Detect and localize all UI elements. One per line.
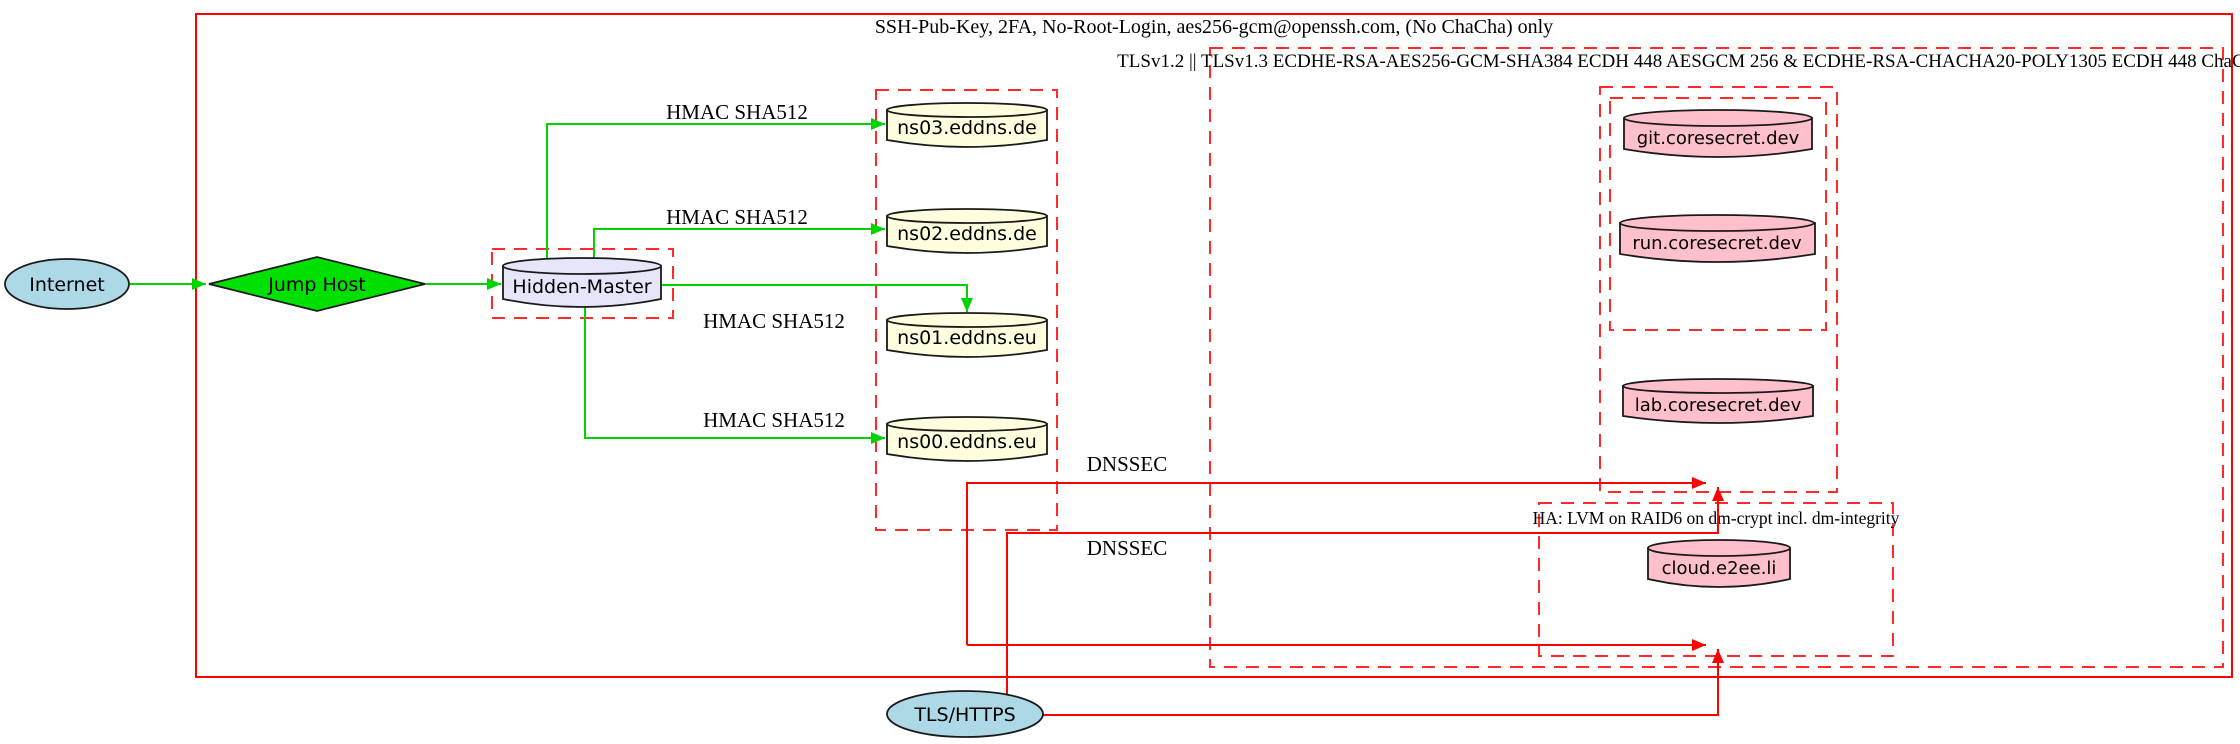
ssh-policy-cluster-box [195,13,2233,678]
hidden-master-label: Hidden-Master [512,276,651,298]
hidden-master-cylinder-top [502,257,662,275]
git-cylinder [1623,117,1813,158]
lab-label: lab.coresecret.dev [1635,395,1802,416]
hmac-edge-label-2: HMAC SHA512 [666,205,808,229]
cloud-cylinder [1647,547,1791,588]
internet-node: Internet [4,258,130,310]
edge-hiddenmaster-to-ns01 [661,284,973,312]
ns02-node: ns02.eddns.de [886,208,1048,254]
lab-cylinder [1622,385,1814,424]
dnssec-edge-label-2: DNSSEC [1087,536,1168,560]
ns01-cylinder [886,319,1048,358]
edge-dnssec-to-coresecret [966,477,1706,645]
lab-coresecret-node: lab.coresecret.dev [1622,378,1814,424]
cloud-e2ee-node: cloud.e2ee.li [1647,539,1791,588]
tls-https-ellipse [886,690,1044,738]
edge-hiddenmaster-to-ns02 [593,223,885,262]
internet-label: Internet [29,274,104,296]
ns01-cylinder-top [886,312,1048,328]
jump-host-diamond [208,256,426,312]
ns03-cylinder [886,109,1048,148]
ns00-cylinder-top [886,416,1048,432]
ns00-label: ns00.eddns.eu [897,431,1037,453]
tls-https-label: TLS/HTTPS [913,704,1015,726]
run-label: run.coresecret.dev [1632,233,1802,254]
dnssec-edge-label-1: DNSSEC [1087,452,1168,476]
tls-policy-cluster-label: TLSv1.2 || TLSv1.3 ECDHE-RSA-AES256-GCM-… [1117,51,2240,72]
hmac-edge-label-1: HMAC SHA512 [666,100,808,124]
ns01-label: ns01.eddns.eu [897,327,1037,349]
coresecret-inner-cluster-box [1609,97,1827,331]
ns02-label: ns02.eddns.de [897,223,1037,245]
edge-hiddenmaster-to-ns03 [546,118,885,262]
ha-cluster-label: HA: LVM on RAID6 on dm-crypt incl. dm-in… [1533,508,1900,528]
ns00-cylinder [886,423,1048,462]
git-cylinder-top [1623,109,1813,127]
hidden-master-cylinder [502,265,662,308]
jump-host-node: Jump Host [208,256,426,312]
jump-host-label: Jump Host [267,274,366,296]
ns01-node: ns01.eddns.eu [886,312,1048,358]
internet-ellipse [4,258,130,310]
ns03-node: ns03.eddns.de [886,102,1048,148]
hmac-edge-label-3: HMAC SHA512 [703,309,845,333]
ssh-policy-cluster-label: SSH-Pub-Key, 2FA, No-Root-Login, aes256-… [875,16,1553,38]
ns03-cylinder-top [886,102,1048,118]
run-cylinder [1619,222,1816,263]
ns03-label: ns03.eddns.de [897,117,1037,139]
hmac-edge-label-4: HMAC SHA512 [703,408,845,432]
edge-tls-to-ha [1043,649,1724,716]
edge-hiddenmaster-to-ns00 [584,305,885,444]
lab-cylinder-top [1622,378,1814,394]
hidden-master-node: Hidden-Master [502,257,662,308]
ns02-cylinder-top [886,208,1048,224]
edge-tls-to-coresecret [1006,487,1724,694]
cloud-cylinder-top [1647,539,1791,557]
git-label: git.coresecret.dev [1637,128,1800,149]
tls-policy-cluster-box [1209,47,2224,668]
run-coresecret-node: run.coresecret.dev [1619,214,1816,263]
tls-https-node: TLS/HTTPS [886,690,1044,738]
ns02-cylinder [886,215,1048,254]
cloud-label: cloud.e2ee.li [1662,558,1777,579]
ns00-node: ns00.eddns.eu [886,416,1048,462]
git-coresecret-node: git.coresecret.dev [1623,109,1813,158]
run-cylinder-top [1619,214,1815,232]
